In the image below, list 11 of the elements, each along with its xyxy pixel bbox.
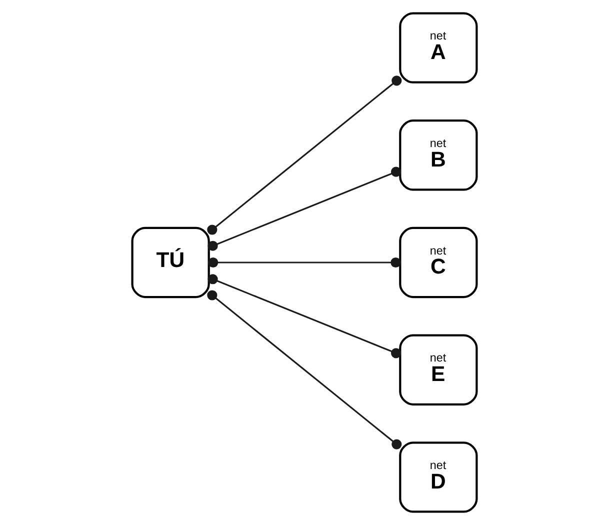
node-box: net D <box>399 441 478 512</box>
node-box: net C <box>399 226 478 298</box>
node-box: net A <box>399 12 478 83</box>
node-box: net B <box>399 119 478 190</box>
node-box: TÚ <box>131 226 210 298</box>
connector <box>207 75 402 234</box>
connector <box>207 290 402 449</box>
connector <box>208 256 401 268</box>
connector <box>208 274 402 358</box>
connector <box>208 166 402 250</box>
node-box: net E <box>399 334 478 405</box>
